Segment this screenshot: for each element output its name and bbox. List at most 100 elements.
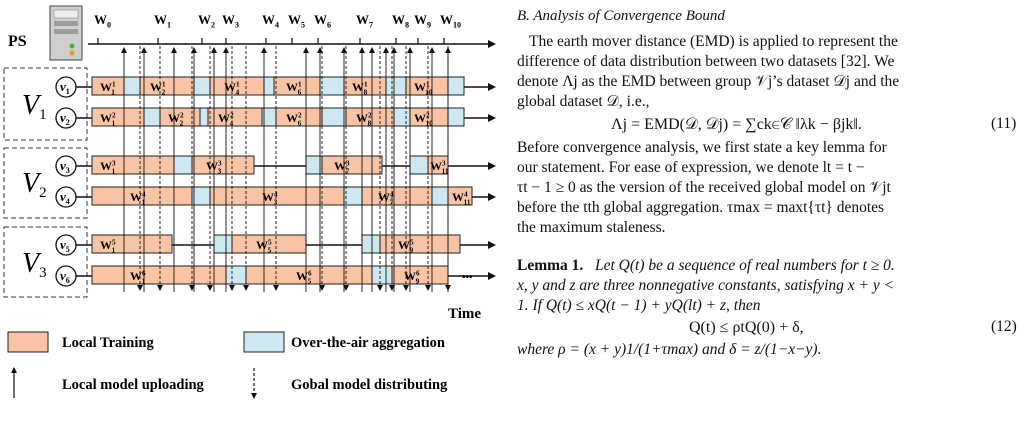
- ota-aggregation-block: [143, 107, 161, 127]
- device-label-v3: v3: [60, 158, 70, 175]
- upload-distribute-arrows: [121, 46, 451, 292]
- axis-label-w8: W8: [392, 12, 409, 30]
- legend-global-distribute: Gobal model distributing: [291, 377, 448, 393]
- device-node-v3: [55, 155, 77, 177]
- legend-swatch-local-training: [7, 331, 49, 353]
- device-label-v1: v1: [60, 79, 70, 96]
- group-label-v2: V2: [22, 168, 47, 201]
- axis-label-w10: W10: [440, 12, 461, 30]
- ota-aggregation-block: [213, 234, 233, 254]
- ota-aggregation-block: [225, 265, 247, 285]
- group-box-v1: [3, 67, 88, 141]
- equation-12: Q(t) ≤ ρtQ(0) + δ,: [689, 319, 804, 336]
- device-label-v5: v5: [60, 237, 70, 254]
- axis-label-w7: W7: [356, 12, 373, 30]
- device-node-v1: [55, 76, 77, 98]
- axis-label-w4: W4: [262, 12, 279, 30]
- para2-line-1: Before convergence analysis, we first st…: [517, 139, 887, 156]
- local-training-block: [207, 107, 263, 127]
- axis-label-w9: W9: [414, 12, 431, 30]
- equation-11-number: (11): [991, 115, 1017, 132]
- equation-12-number: (12): [991, 318, 1017, 335]
- axis-label-w2: W2: [198, 12, 215, 30]
- device-node-v5: [55, 234, 77, 256]
- local-training-block: [139, 76, 195, 96]
- group-label-v3: V3: [22, 248, 47, 281]
- local-training-block: [361, 186, 433, 206]
- axis-label-w0: W0: [94, 12, 111, 30]
- ota-aggregation-block: [173, 155, 193, 175]
- ota-aggregation-block: [393, 107, 411, 127]
- device-label-v2: v2: [60, 110, 70, 127]
- lemma-title: Lemma 1.: [517, 257, 584, 274]
- axis-label-w1: W1: [154, 12, 171, 30]
- ota-aggregation-block: [263, 76, 275, 96]
- para1-line-1: The earth mover distance (EMD) is applie…: [529, 33, 898, 50]
- ota-aggregation-block: [321, 107, 347, 127]
- ota-aggregation-block: [409, 155, 429, 175]
- group-label-v1: V1: [22, 90, 47, 123]
- ota-aggregation-block: [361, 234, 381, 254]
- ps-label: PS: [8, 33, 27, 50]
- device-node-v6: [55, 265, 77, 287]
- legend-local-training: Local Training: [62, 335, 154, 351]
- para1-line-2: difference of data distribution between …: [517, 53, 895, 70]
- para2-line-3: τt − 1 ≥ 0 as the version of the receive…: [517, 179, 891, 196]
- ota-aggregation-block: [447, 76, 465, 96]
- section-heading: B. Analysis of Convergence Bound: [517, 8, 725, 24]
- ota-aggregation-block: [385, 76, 407, 96]
- ota-aggregation-block: [447, 107, 465, 127]
- local-training-block: [191, 155, 255, 175]
- legend-ota-aggregation: Over-the-air aggregation: [291, 335, 445, 351]
- para1-line-3: denote Λj as the EMD between group 𝒱j’s …: [517, 73, 900, 90]
- local-training-block: [391, 265, 449, 285]
- group-box-v2: [3, 147, 88, 219]
- lemma-line-2: x, y and z are three nonnegative constan…: [517, 277, 895, 294]
- ota-aggregation-block: [191, 186, 211, 206]
- ota-aggregation-block: [343, 186, 363, 206]
- local-training-block: [321, 155, 383, 175]
- time-label: Time: [448, 306, 481, 322]
- device-node-v2: [55, 107, 77, 129]
- ota-aggregation-block: [193, 76, 211, 96]
- device-node-v4: [55, 186, 77, 208]
- axis-label-w6: W6: [314, 12, 331, 30]
- legend: Local Training Over-the-air aggregation …: [7, 331, 448, 399]
- axis-label-w5: W5: [288, 12, 305, 30]
- legend-local-upload: Local model uploading: [62, 377, 205, 393]
- where-line: where ρ = (x + y)1/(1+τmax) and δ = z/(1…: [517, 341, 822, 358]
- ota-aggregation-block: [199, 107, 209, 127]
- para2-line-5: the maximum staleness.: [517, 219, 666, 236]
- para2-line-2: our statement. For ease of expression, w…: [517, 159, 865, 176]
- lemma-line-1: Let Q(t) be a sequence of real numbers f…: [595, 257, 895, 274]
- para2-line-4: before the tth global aggregation. τmax …: [517, 199, 885, 216]
- device-label-v6: v6: [60, 268, 70, 285]
- legend-swatch-ota: [243, 331, 285, 353]
- ota-aggregation-block: [123, 76, 141, 96]
- para1-line-4: global dataset 𝒟, i.e.,: [517, 93, 650, 110]
- group-box-v3: [3, 226, 88, 298]
- equation-11: Λj = EMD(𝒟, 𝒟j) = ∑ck∈𝒞 ‖λk − βjk‖.: [611, 116, 862, 133]
- ellipsis: •••: [462, 272, 473, 283]
